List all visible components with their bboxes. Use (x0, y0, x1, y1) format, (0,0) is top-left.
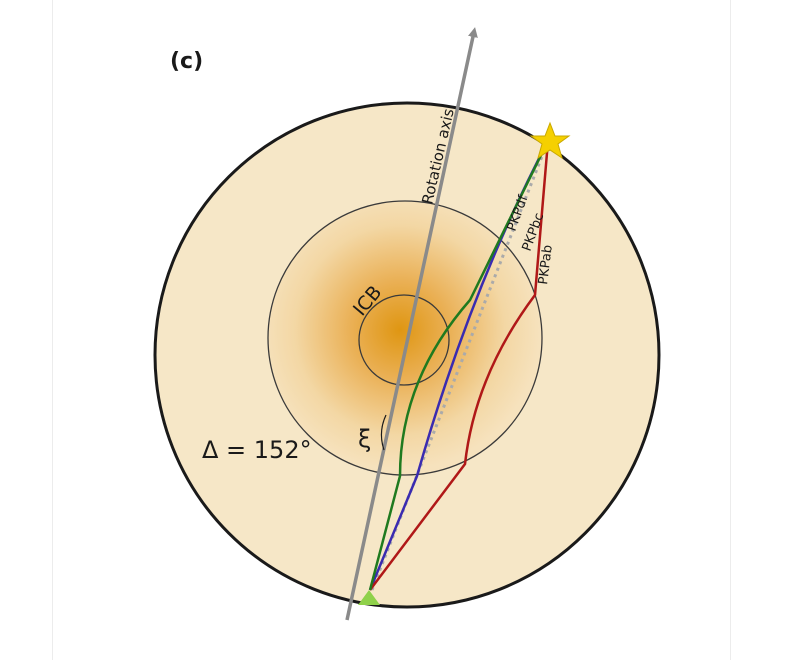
ray-path-pkpdf (368, 140, 550, 591)
inner-core-boundary (358, 294, 450, 386)
rotation-axis-arrow (345, 27, 478, 621)
xi-label: ξ (358, 425, 371, 453)
panel-label: (c) (170, 49, 203, 74)
phase-label-pkpab: PKPab (536, 244, 556, 285)
ray-path-pkpab (369, 140, 550, 591)
receiver-triangle-icon (358, 590, 380, 605)
left-divider (52, 0, 53, 660)
angle-brace (380, 414, 387, 451)
source-receiver-path (370, 140, 550, 591)
right-divider (730, 0, 731, 660)
delta-label: Δ = 152° (202, 436, 312, 464)
outer-core (267, 200, 543, 476)
source-star-icon (529, 121, 571, 160)
